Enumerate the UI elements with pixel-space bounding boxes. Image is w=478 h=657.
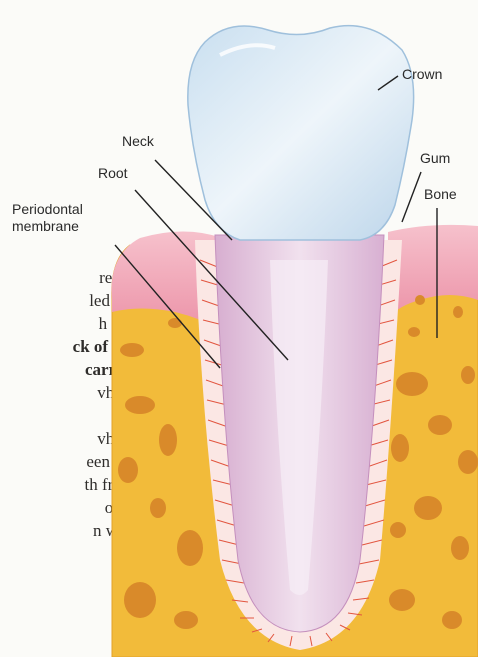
label-root: Root bbox=[98, 165, 128, 182]
label-bone: Bone bbox=[424, 186, 457, 203]
tooth-crown bbox=[188, 26, 414, 240]
label-periodontal-membrane: Periodontal membrane bbox=[12, 201, 83, 235]
label-periodontal-line1: Periodontal bbox=[12, 201, 83, 218]
label-neck: Neck bbox=[122, 133, 154, 150]
label-gum: Gum bbox=[420, 150, 450, 167]
label-crown: Crown bbox=[402, 66, 442, 83]
gum-leader bbox=[402, 172, 421, 222]
label-periodontal-line2: membrane bbox=[12, 218, 83, 235]
